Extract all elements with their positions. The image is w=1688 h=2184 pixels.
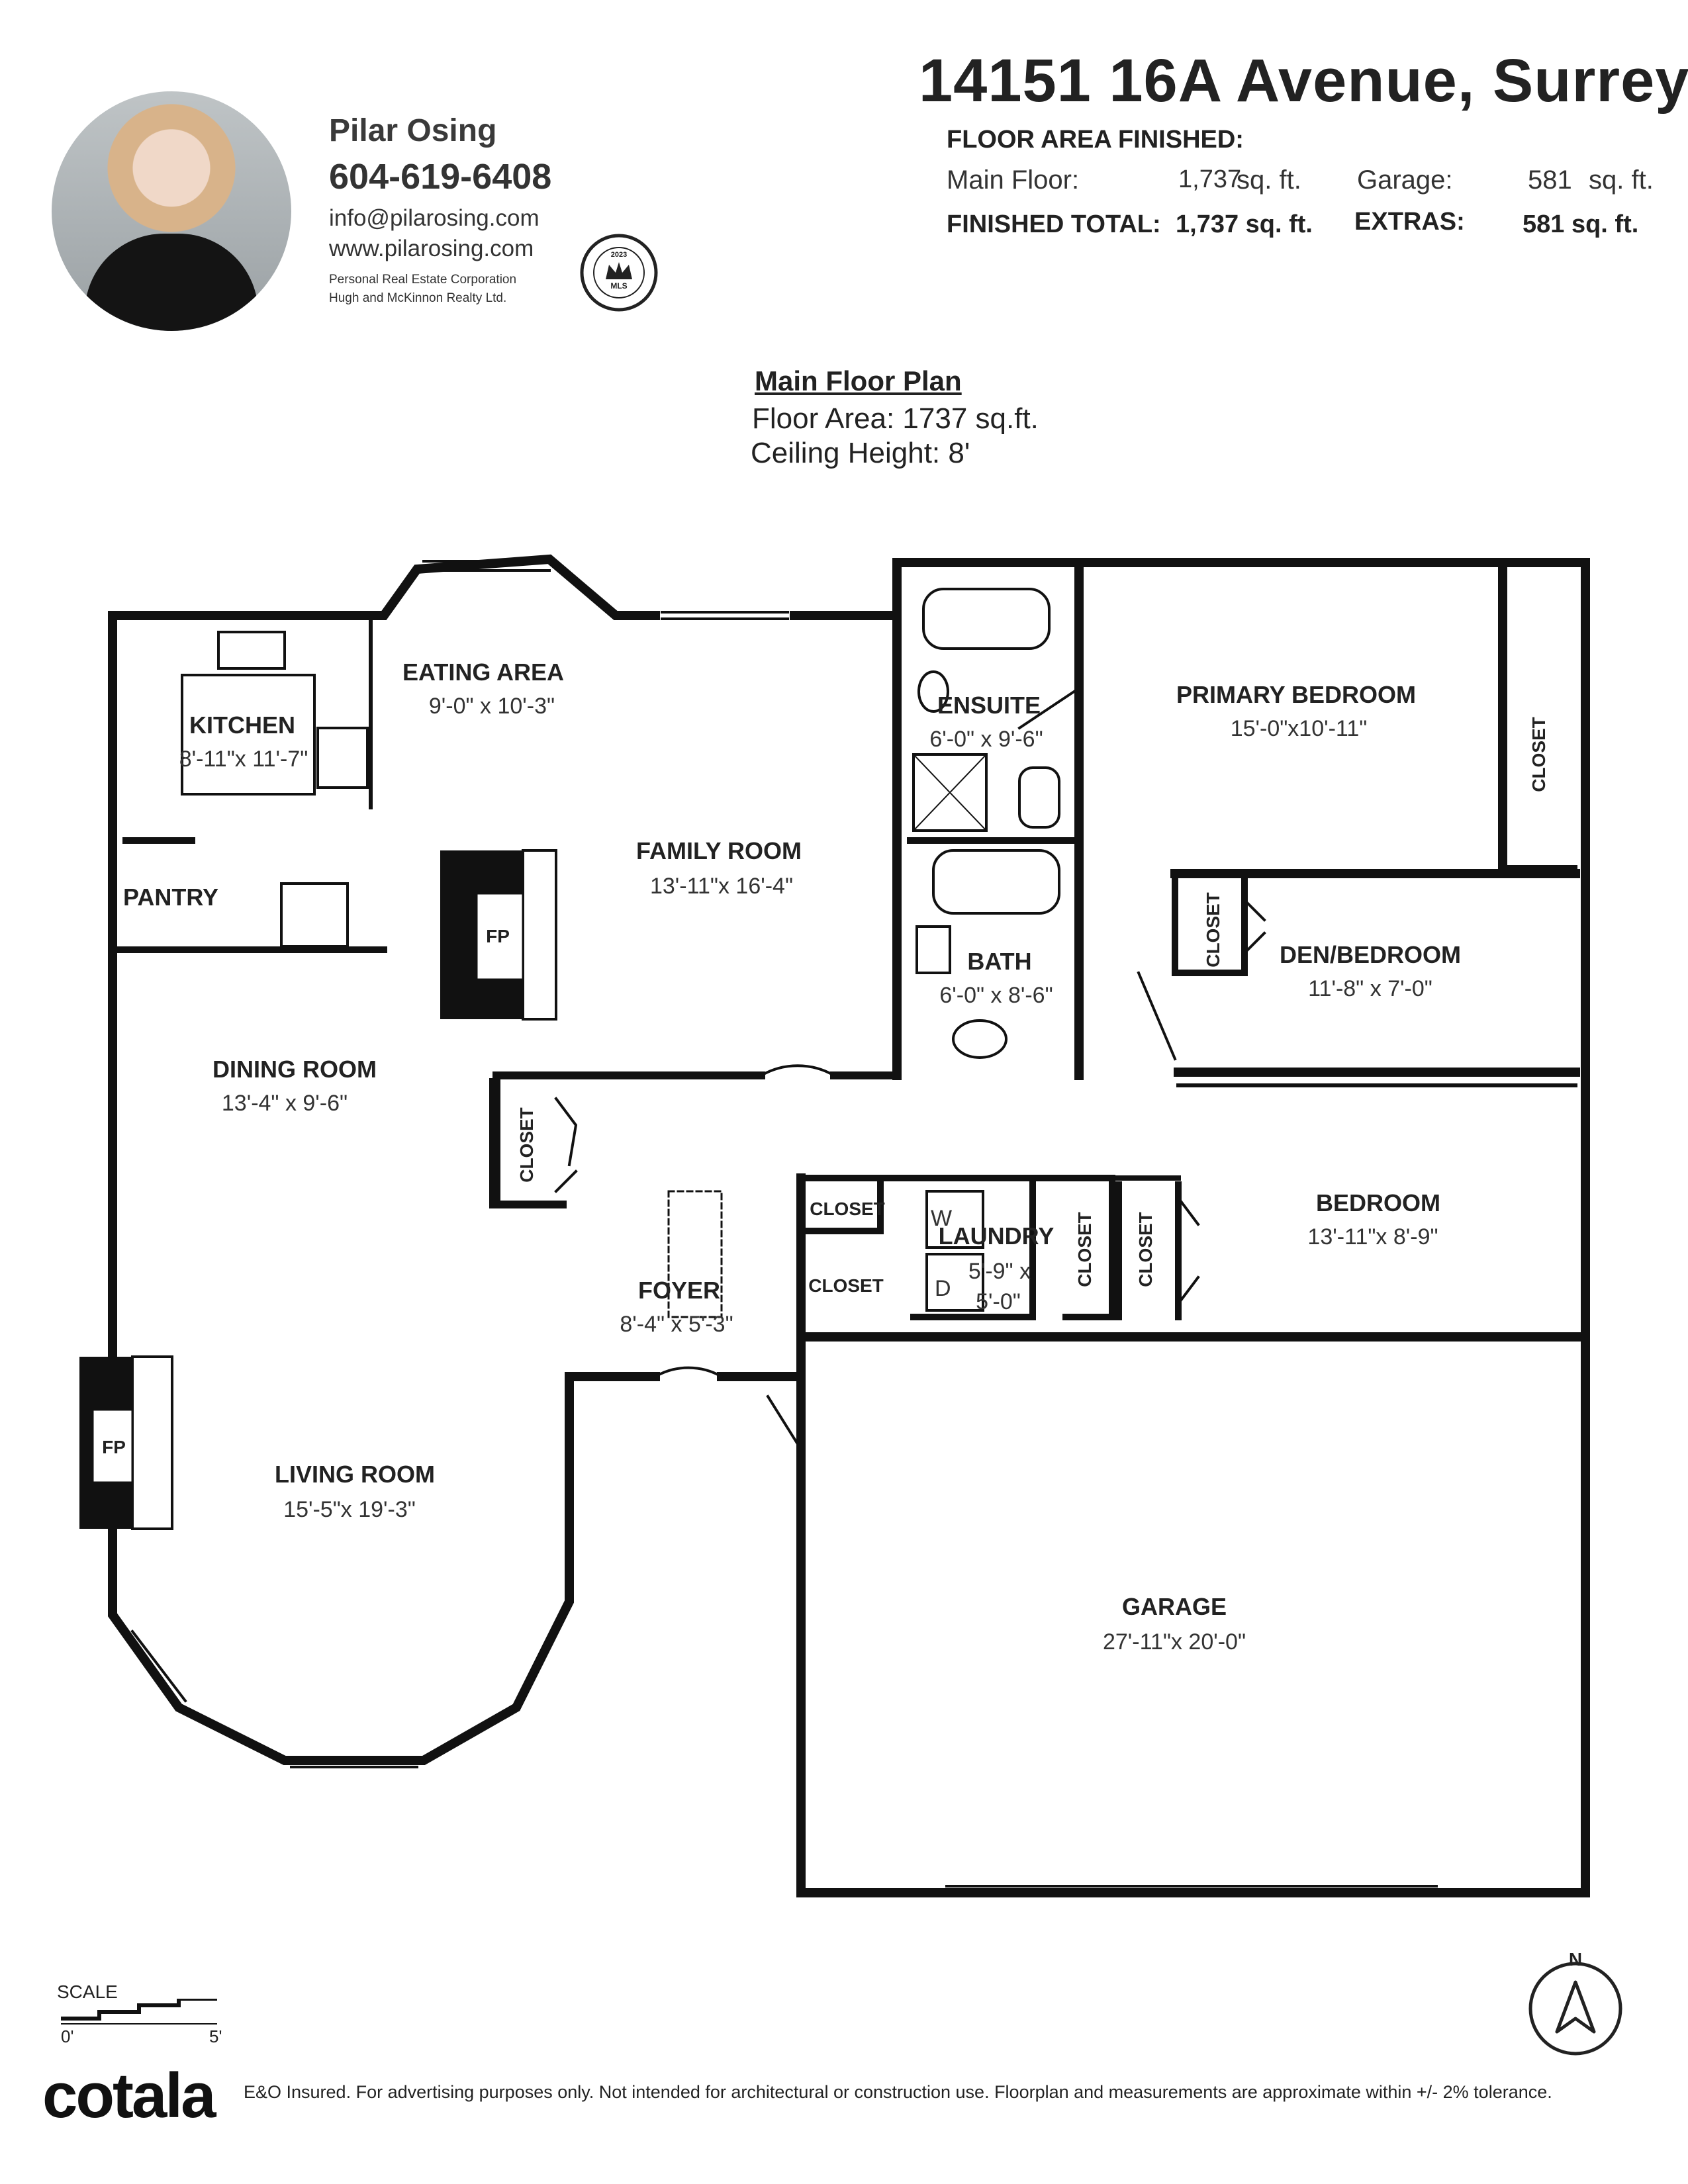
compass-north-label: N [1569,1949,1582,1970]
property-address: 14151 16A Avenue, Surrey [919,47,1688,114]
agent-brokerage: Hugh and McKinnon Realty Ltd. [329,291,507,305]
garage-area-value: 581 [1528,165,1572,195]
floor-area-heading: FLOOR AREA FINISHED: [947,126,1244,154]
agent-phone: 604-619-6408 [329,157,552,197]
label-fireplace-family: FP [486,926,510,946]
label-eating-area: EATING AREA [402,659,564,686]
label-closet-den: CLOSET [1203,892,1223,968]
label-closet-laundry: CLOSET [1074,1212,1095,1287]
dims-laundry-2: 5'-0" [976,1289,1021,1314]
label-closet-dining: CLOSET [516,1107,537,1183]
north-compass-icon: N [1528,1949,1622,2056]
label-closet-foyer-1: CLOSET [810,1199,885,1219]
label-kitchen: KITCHEN [189,711,295,739]
dims-garage: 27'-11"x 20'-0" [1103,1629,1246,1655]
main-floor-value: 1,737 [1178,165,1242,193]
scale-bar [61,1999,217,2025]
agent-photo [52,91,291,331]
scale-min: 0' [61,2026,74,2046]
label-dryer: D [935,1276,951,1301]
dims-eating-area: 9'-0" x 10'-3" [429,694,555,719]
dims-family-room: 13'-11"x 16'-4" [650,874,793,899]
plan-title: Main Floor Plan [755,365,962,396]
badge-mark: MLS [610,281,627,291]
dims-foyer: 8'-4" x 5'-3" [620,1312,733,1337]
dims-bath: 6'-0" x 8'-6" [939,983,1053,1008]
extras-label: EXTRAS: [1354,208,1465,236]
plan-floor-area: Floor Area: 1737 sq.ft. [752,402,1039,435]
label-bath: BATH [967,948,1031,975]
finished-total-value: 1,737 sq. ft. [1176,210,1313,238]
scale-max: 5' [209,2026,222,2046]
label-living-room: LIVING ROOM [275,1461,435,1488]
finished-total-label: FINISHED TOTAL: [947,210,1161,238]
agent-email: info@pilarosing.com [329,205,539,231]
garage-area-label: Garage: [1357,165,1453,195]
dims-living-room: 15'-5"x 19'-3" [283,1497,416,1522]
disclaimer-text: E&O Insured. For advertising purposes on… [244,2082,1552,2102]
plan-ceiling-height: Ceiling Height: 8' [751,437,970,469]
agent-name: Pilar Osing [329,113,497,148]
label-foyer: FOYER [638,1277,720,1304]
label-dining-room: DINING ROOM [212,1056,377,1083]
label-laundry: LAUNDRY [939,1222,1055,1250]
label-ensuite: ENSUITE [937,692,1041,719]
label-primary-bedroom: PRIMARY BEDROOM [1176,681,1416,708]
dims-bedroom: 13'-11"x 8'-9" [1307,1224,1438,1250]
dims-ensuite: 6'-0" x 9'-6" [929,727,1043,752]
mls-award-badge: 2023 MLS [580,234,658,312]
label-closet-bedroom: CLOSET [1135,1212,1156,1287]
dims-primary-bedroom: 15'-0"x10'-11" [1231,716,1368,741]
dims-den-bedroom: 11'-8" x 7'-0" [1308,976,1432,1001]
agent-corporation: Personal Real Estate Corporation [329,273,517,287]
dims-kitchen: 8'-11"x 11'-7" [179,747,308,772]
scale-label: SCALE [57,1981,118,2002]
label-washer: W [931,1206,952,1231]
main-floor-unit: sq. ft. [1237,165,1301,195]
main-floor-label: Main Floor: [947,165,1080,195]
badge-year: 2023 [611,251,627,259]
label-bedroom: BEDROOM [1316,1189,1440,1216]
cotala-logo: cotala [42,2060,216,2131]
agent-website: www.pilarosing.com [329,236,534,261]
label-fireplace-living: FP [102,1437,126,1457]
label-den-bedroom: DEN/BEDROOM [1280,941,1461,968]
dims-dining-room: 13'-4" x 9'-6" [222,1091,348,1116]
label-garage: GARAGE [1122,1593,1227,1620]
label-closet-foyer-2: CLOSET [808,1275,884,1296]
garage-area-unit: sq. ft. [1589,165,1654,195]
dims-laundry-1: 5'-9" x [968,1259,1031,1284]
label-pantry: PANTRY [123,884,218,911]
label-closet-primary: CLOSET [1528,717,1549,792]
label-family-room: FAMILY ROOM [636,837,802,864]
extras-value: 581 sq. ft. [1523,210,1639,238]
